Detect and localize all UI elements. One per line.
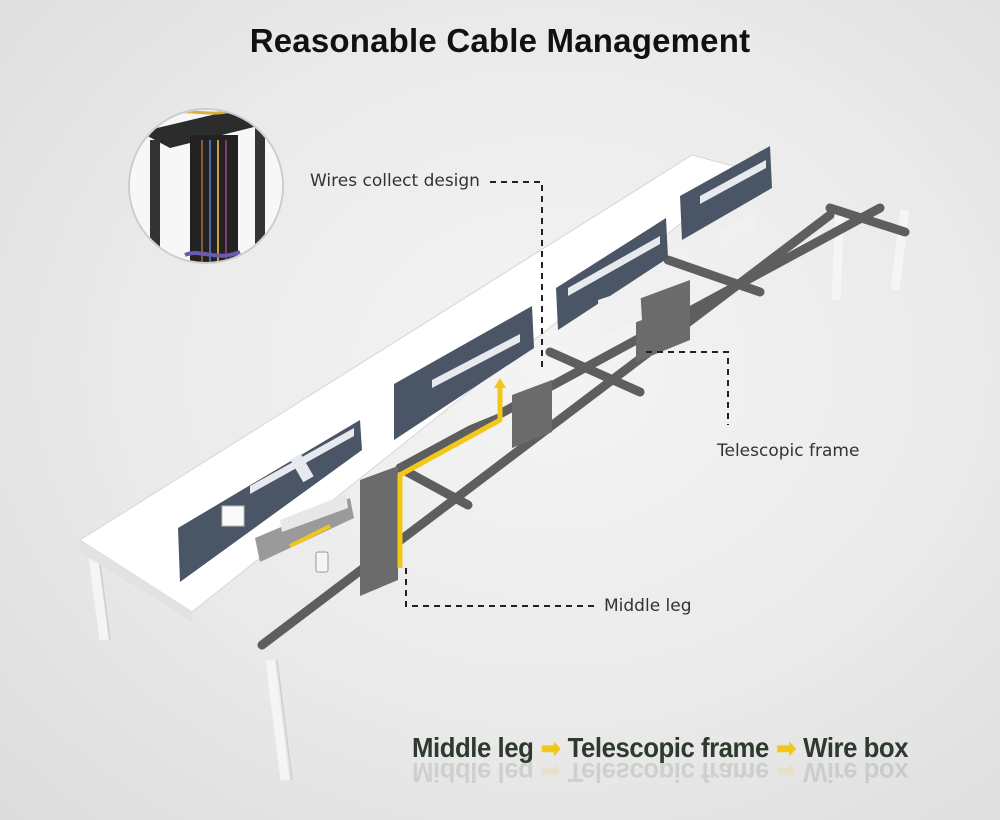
- arrow-right-icon: ➡: [540, 732, 561, 763]
- callout-telescopic-frame: Telescopic frame: [717, 441, 860, 461]
- callout-wires-collect: Wires collect design: [310, 171, 480, 191]
- flow-sequence: Middle leg ➡ Telescopic frame ➡ Wire box: [412, 728, 909, 768]
- arrow-right-icon: ➡: [776, 732, 796, 763]
- cable-detail-zoom: [128, 108, 284, 264]
- middle-legs: [360, 280, 690, 596]
- callout-leaders: [405, 181, 729, 607]
- callout-middle-leg: Middle leg: [604, 596, 692, 616]
- flow-step-wire-box: Wire box: [803, 732, 909, 763]
- wire-boxes: [255, 212, 756, 562]
- page-title: Reasonable Cable Management: [249, 22, 751, 59]
- pen-holder: [221, 505, 245, 527]
- flow-step-middle-leg: Middle leg: [412, 732, 534, 763]
- cable-route: [397, 384, 503, 568]
- flow-step-telescopic-frame: Telescopic frame: [567, 732, 770, 763]
- phone: [315, 551, 329, 573]
